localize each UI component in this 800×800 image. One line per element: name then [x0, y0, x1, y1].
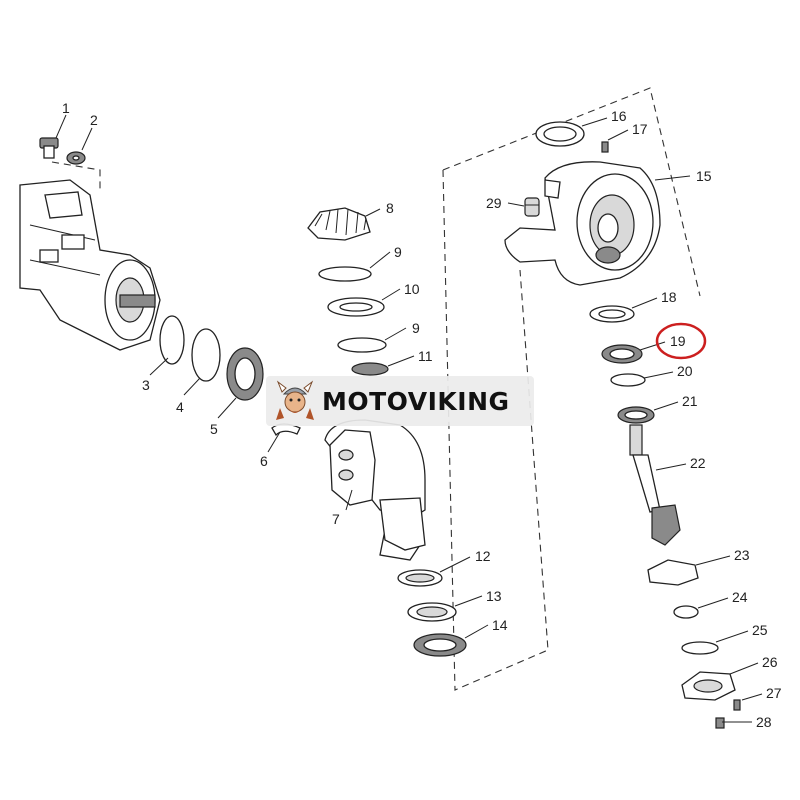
- o-ring-25: [681, 641, 719, 655]
- bolt-28: [715, 717, 725, 729]
- part-label: 26: [762, 654, 778, 670]
- part-label: 29: [486, 195, 502, 211]
- seal-18-inner: [598, 309, 626, 319]
- part-label: 15: [696, 168, 712, 184]
- part-label: 24: [732, 589, 748, 605]
- bevel-gear-8: [307, 207, 371, 241]
- part-label: 9: [394, 244, 402, 260]
- part-label: 23: [734, 547, 750, 563]
- thrust-washer-10-inner: [339, 302, 373, 312]
- o-ring-4: [191, 328, 221, 382]
- gasket-23: [647, 559, 699, 586]
- watermark-text: MOTOVIKING: [322, 386, 510, 416]
- part-label: 13: [486, 588, 502, 604]
- bolt-guide-line: [51, 161, 101, 190]
- part-label: 17: [632, 121, 648, 137]
- bearing-24: [673, 605, 699, 619]
- bearing-21-inner: [624, 410, 648, 420]
- part-label: 28: [756, 714, 772, 730]
- part-label: 1: [62, 100, 70, 116]
- part-label: 3: [142, 377, 150, 393]
- bearing-14-inner: [423, 638, 457, 652]
- part-label: 4: [176, 399, 184, 415]
- part-label: 6: [260, 453, 268, 469]
- part-label: 21: [682, 393, 698, 409]
- plug-17: [601, 141, 609, 153]
- seal-5: [226, 347, 264, 401]
- part-label: 8: [386, 200, 394, 216]
- bearing-11: [351, 362, 389, 376]
- snap-ring-3: [159, 315, 185, 365]
- leader-lines: [55, 114, 763, 723]
- part-label: 11: [418, 348, 433, 364]
- pinion-shaft-22: [629, 424, 681, 546]
- part-label: 7: [332, 511, 340, 527]
- thrust-washer-9-lower: [337, 337, 387, 353]
- steering-housing-15: [504, 161, 661, 286]
- part-label: 14: [492, 617, 508, 633]
- axle-housing: [19, 179, 161, 351]
- cover-26: [681, 671, 736, 701]
- gear-housing-7: [324, 419, 426, 561]
- part-label: 18: [661, 289, 677, 305]
- bolt-27: [733, 699, 741, 711]
- washer-2: [66, 151, 86, 165]
- highlight-circle-19: [655, 322, 707, 360]
- thrust-washer-9-upper: [318, 266, 372, 282]
- part-label: 5: [210, 421, 218, 437]
- part-label: 9: [412, 320, 420, 336]
- seal-19-inner: [609, 348, 635, 360]
- part-label: 19: [670, 333, 686, 349]
- part-label: 12: [475, 548, 491, 564]
- part-labels: 1 2 3 4 5 6 7 8 9 10 9 11 12 13 14 15 16…: [62, 100, 782, 730]
- bearing-13-inner: [416, 606, 448, 618]
- assembly-boundary: [442, 87, 701, 691]
- part-label: 2: [90, 112, 98, 128]
- plug-29: [524, 197, 540, 217]
- part-label: 20: [677, 363, 693, 379]
- watermark-banner: MOTOVIKING: [266, 376, 534, 426]
- bearing-12-inner: [405, 573, 435, 583]
- seal-ring-16-inner: [543, 126, 577, 142]
- part-label: 27: [766, 685, 782, 701]
- part-label: 22: [690, 455, 706, 471]
- washer-20: [610, 373, 646, 387]
- part-label: 10: [404, 281, 420, 297]
- bolt-1: [39, 137, 59, 159]
- viking-logo-icon: [276, 380, 314, 420]
- part-label: 25: [752, 622, 768, 638]
- part-label: 16: [611, 108, 627, 124]
